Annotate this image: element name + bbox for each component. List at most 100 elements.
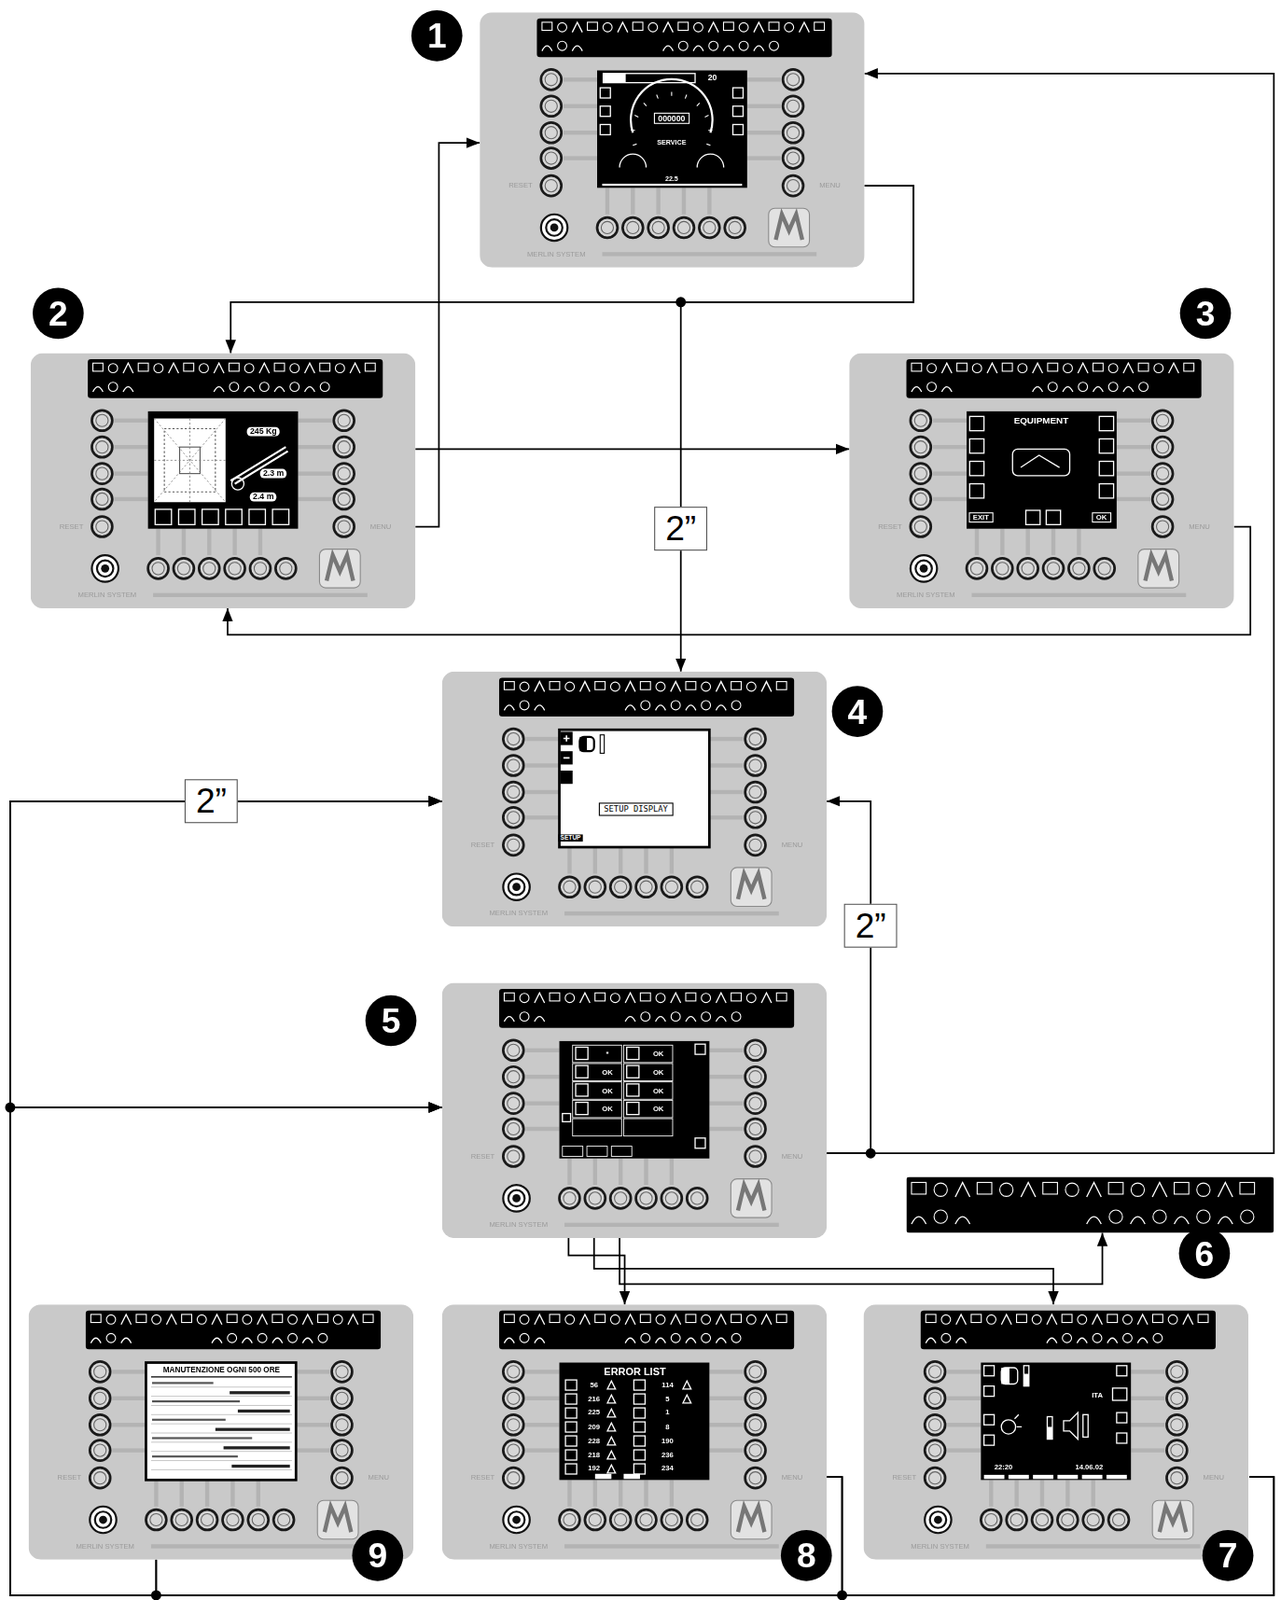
panel-label: MENU bbox=[1188, 522, 1211, 531]
flow-arrow bbox=[619, 1233, 1102, 1285]
display-panel: 120000000SERVICE22.5RESETMENUMERLIN SYST… bbox=[479, 12, 864, 268]
display-panel: 8ERROR LIST56216225209228218192114518190… bbox=[442, 1304, 827, 1560]
panel-label: RESET bbox=[508, 181, 533, 191]
callout-number: 9 bbox=[351, 1530, 404, 1582]
panel-label: RESET bbox=[892, 1474, 918, 1483]
panel-label: RESET bbox=[877, 522, 903, 531]
panel-drawing bbox=[28, 1304, 414, 1560]
panel-drawing bbox=[442, 671, 827, 928]
callout-number: 7 bbox=[1202, 1530, 1254, 1582]
callout-number: 2 bbox=[32, 288, 84, 340]
panel-label: RESET bbox=[471, 1474, 496, 1483]
callout-number: 3 bbox=[1180, 288, 1232, 340]
flow-arrow bbox=[10, 1107, 443, 1596]
screen-text: EXIT bbox=[968, 512, 993, 523]
screen-text: MANUTENZIONE OGNI 500 ORE bbox=[163, 1366, 280, 1376]
screen-text: 8 bbox=[665, 1422, 669, 1432]
warning-lights bbox=[905, 1176, 1274, 1233]
screen-text: 190 bbox=[661, 1436, 674, 1446]
screen-text: EQUIPMENT bbox=[1014, 415, 1070, 426]
screen-text: 216 bbox=[587, 1394, 600, 1404]
screen-text: 22.5 bbox=[665, 174, 679, 182]
screen-text: 5 bbox=[665, 1394, 669, 1404]
panel-label: MENU bbox=[1203, 1474, 1226, 1483]
screen-text: 218 bbox=[587, 1450, 600, 1460]
panel-drawing bbox=[442, 1304, 827, 1560]
flow-arrow bbox=[415, 142, 480, 527]
panel-label: RESET bbox=[471, 840, 496, 850]
flow-arrow bbox=[568, 1238, 625, 1305]
screen-text: 114 bbox=[661, 1380, 673, 1390]
display-panel: 2245 Kg2.3 m2.4 mRESETMENUMERLIN SYSTEM bbox=[30, 353, 416, 610]
time-label: 2” bbox=[184, 779, 238, 823]
flow-arrow bbox=[594, 1238, 1054, 1305]
screen-text: OK bbox=[601, 1068, 613, 1077]
callout-number: 1 bbox=[411, 10, 463, 62]
screen-text: 14.06.02 bbox=[1074, 1463, 1103, 1473]
screen-text: 20 bbox=[708, 72, 718, 83]
time-label: 2” bbox=[844, 904, 898, 948]
panel-drawing bbox=[849, 353, 1234, 610]
panel-label: MERLIN SYSTEM bbox=[910, 1542, 970, 1551]
callout-number: 8 bbox=[780, 1530, 833, 1582]
panel-label: MENU bbox=[781, 840, 804, 850]
panel-drawing bbox=[442, 983, 827, 1240]
screen-text: ERROR LIST bbox=[603, 1365, 666, 1379]
screen-text: SETUP bbox=[557, 834, 583, 842]
callout-number: 5 bbox=[365, 995, 418, 1047]
panel-label: MERLIN SYSTEM bbox=[75, 1542, 135, 1551]
screen-text: OK bbox=[653, 1068, 664, 1077]
display-panel: 3EQUIPMENTEXITOKRESETMENUMERLIN SYSTEM bbox=[849, 353, 1234, 610]
screen-text: 209 bbox=[587, 1422, 600, 1432]
screen-text: ITA bbox=[1091, 1391, 1103, 1400]
screen-text: OK bbox=[653, 1105, 664, 1114]
screen-text: OK bbox=[601, 1105, 613, 1114]
screen-text: OK bbox=[601, 1086, 613, 1096]
screen-text: 22:20 bbox=[994, 1463, 1014, 1473]
flow-arrow bbox=[826, 73, 1274, 1154]
screen-text: SERVICE bbox=[656, 138, 686, 146]
panel-drawing bbox=[30, 353, 416, 610]
time-label: 2” bbox=[654, 506, 708, 551]
screen-text: 1 bbox=[665, 1408, 669, 1418]
panel-label: RESET bbox=[59, 522, 84, 531]
screen-text: 000000 bbox=[654, 112, 690, 125]
panel-label: MERLIN SYSTEM bbox=[488, 1542, 548, 1551]
screen-text: 228 bbox=[587, 1436, 600, 1446]
flow-arrow bbox=[826, 801, 871, 1154]
panel-label: MERLIN SYSTEM bbox=[896, 590, 956, 599]
panel-label: MENU bbox=[819, 181, 841, 191]
screen-text: 234 bbox=[661, 1464, 674, 1474]
screen-text: 225 bbox=[587, 1408, 600, 1418]
screen-text: 56 bbox=[589, 1380, 599, 1390]
display-panel: 4SETUP DISPLAYSETUPRESETMENUMERLIN SYSTE… bbox=[442, 671, 827, 928]
screen-text: 236 bbox=[661, 1450, 674, 1460]
callout-number: 4 bbox=[832, 685, 884, 738]
panel-label: MENU bbox=[781, 1474, 804, 1483]
screen-text: OK bbox=[653, 1050, 664, 1059]
callout-number: 6 bbox=[1179, 1227, 1231, 1280]
screen-text: * bbox=[605, 1050, 609, 1059]
screen-text: 2.4 m bbox=[250, 492, 278, 502]
screen-text: 245 Kg bbox=[247, 427, 280, 437]
junction-dots bbox=[4, 296, 876, 1600]
panel-label: MERLIN SYSTEM bbox=[488, 909, 548, 919]
display-panel: 7ITA22:2014.06.02RESETMENUMERLIN SYSTEM bbox=[863, 1304, 1251, 1560]
panel-label: MENU bbox=[370, 522, 392, 531]
panel-label: MERLIN SYSTEM bbox=[527, 250, 586, 259]
display-panel: 9MANUTENZIONE OGNI 500 ORERESETMENUMERLI… bbox=[28, 1304, 414, 1560]
screen-text: OK bbox=[1091, 512, 1111, 523]
screen-text: 2.3 m bbox=[260, 469, 288, 479]
flow-arrow bbox=[415, 447, 850, 450]
panel-label: RESET bbox=[57, 1474, 83, 1483]
screen-text: SETUP DISPLAY bbox=[598, 802, 673, 816]
panel-label: MERLIN SYSTEM bbox=[78, 590, 138, 599]
display-panel: 5*OKOKOKOKOKOKOKRESETMENUMERLIN SYSTEM bbox=[442, 983, 827, 1240]
indicator-strip: 6 bbox=[905, 1176, 1274, 1233]
panel-label: MENU bbox=[368, 1474, 390, 1483]
panel-label: RESET bbox=[471, 1152, 496, 1161]
flow-arrow bbox=[10, 801, 443, 1596]
screen-text: 192 bbox=[587, 1464, 600, 1474]
panel-label: MERLIN SYSTEM bbox=[488, 1220, 548, 1229]
